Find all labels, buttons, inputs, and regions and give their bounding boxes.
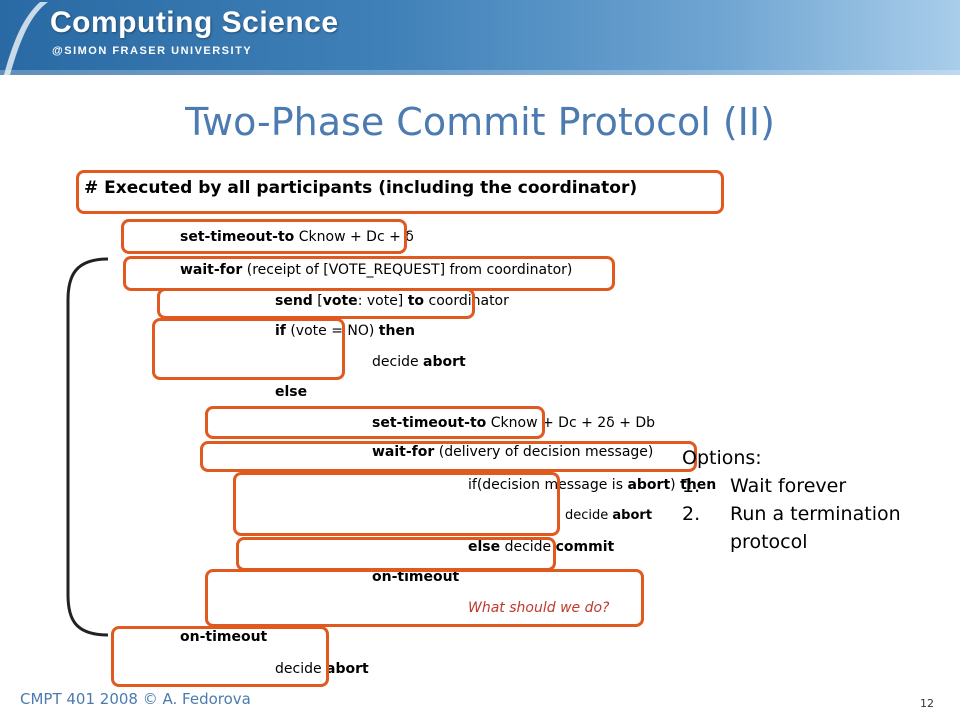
- left-bracket-graphic: [66, 257, 109, 637]
- keyword: abort: [627, 477, 671, 493]
- highlight-box-else-commit: [236, 537, 556, 571]
- code-line-9: if(decision message is abort) then: [468, 477, 716, 493]
- timeout-question: What should we do?: [468, 600, 610, 616]
- keyword: on-timeout: [180, 629, 268, 645]
- code-line-2: wait-for (receipt of [VOTE_REQUEST] from…: [180, 262, 572, 278]
- code-text: ): [670, 477, 681, 493]
- code-line-7: set-timeout-to Cknow + Dc + 2δ + Db: [372, 415, 655, 431]
- code-text: Cknow + Dc + 2δ + Db: [486, 415, 656, 431]
- option-text: Run a termination: [730, 503, 901, 525]
- highlight-box-on-timeout-outer: [111, 626, 329, 687]
- code-text: (delivery of decision message): [434, 444, 654, 460]
- code-line-11: else decide commit: [468, 539, 614, 555]
- keyword: wait-for: [180, 262, 243, 278]
- option-number: [682, 528, 730, 556]
- page-number: 12: [920, 697, 934, 710]
- highlight-box-timeout: [121, 219, 407, 254]
- keyword: wait-for: [372, 444, 435, 460]
- highlight-box-wait-decision: [200, 441, 697, 472]
- code-text: Cknow + Dc + δ: [294, 229, 414, 245]
- option-item: 2. Run a termination: [682, 500, 901, 528]
- code-line-6: else: [275, 384, 307, 400]
- keyword: on-timeout: [372, 569, 460, 585]
- code-line-14: on-timeout: [180, 629, 267, 645]
- keyword: abort: [612, 508, 653, 523]
- brand-subtitle: @SIMON FRASER UNIVERSITY: [52, 45, 253, 57]
- code-line-12: on-timeout: [372, 569, 459, 585]
- options-title: Options:: [682, 447, 762, 469]
- keyword: set-timeout-to: [180, 229, 295, 245]
- option-number: 1.: [682, 475, 701, 497]
- keyword: abort: [326, 661, 369, 677]
- highlight-box-on-timeout-inner: [205, 569, 644, 627]
- header-band: Computing Science @SIMON FRASER UNIVERSI…: [0, 0, 960, 75]
- option-text: Wait forever: [730, 475, 847, 497]
- code-text: decide: [275, 661, 327, 677]
- keyword: vote: [322, 293, 358, 309]
- highlight-box-wait-for: [123, 256, 615, 291]
- code-text: : vote]: [357, 293, 408, 309]
- keyword: set-timeout-to: [372, 415, 487, 431]
- keyword: send: [275, 293, 313, 309]
- code-text: (receipt of [VOTE_REQUEST] from coordina…: [242, 262, 573, 278]
- highlight-box-send-vote: [157, 288, 475, 319]
- option-item: 1. Wait forever: [682, 472, 901, 500]
- keyword: if: [275, 323, 286, 339]
- code-line-10: decide abort: [565, 508, 652, 523]
- highlight-box-if-decision: [233, 472, 560, 536]
- code-text: decide: [500, 539, 556, 555]
- option-item-continued: protocol: [682, 528, 901, 556]
- code-text: (vote = NO): [285, 323, 379, 339]
- keyword: then: [378, 323, 415, 339]
- footer-course: CMPT 401 2008 © A. Fedorova: [20, 690, 251, 708]
- option-number: 2.: [682, 503, 701, 525]
- code-text: [: [312, 293, 323, 309]
- keyword: then: [680, 477, 717, 493]
- code-text: decide: [372, 354, 424, 370]
- code-line-15: decide abort: [275, 661, 369, 677]
- code-line-8: wait-for (delivery of decision message): [372, 444, 653, 460]
- slide-title: Two-Phase Commit Protocol (II): [185, 100, 775, 144]
- keyword: else: [468, 539, 501, 555]
- code-text: if(decision message is: [468, 477, 628, 493]
- code-line-3: send [vote: vote] to coordinator: [275, 293, 509, 309]
- keyword: abort: [423, 354, 466, 370]
- code-line-4: if (vote = NO) then: [275, 323, 415, 339]
- code-line-5: decide abort: [372, 354, 466, 370]
- header-swoosh-graphic: [0, 2, 960, 75]
- code-heading: # Executed by all participants (includin…: [84, 178, 638, 198]
- highlight-box-if-vote: [152, 318, 345, 380]
- keyword: else: [275, 384, 308, 400]
- keyword: to: [407, 293, 425, 309]
- options-list: Options: 1. Wait forever 2. Run a termin…: [682, 444, 901, 556]
- code-text: coordinator: [424, 293, 509, 309]
- highlight-box-set-timeout-2: [205, 406, 545, 439]
- brand-name: Computing Science: [50, 6, 339, 39]
- code-text: decide: [565, 508, 613, 523]
- option-text: protocol: [730, 531, 808, 553]
- highlight-box-heading: [76, 170, 724, 214]
- code-line-1: set-timeout-to Cknow + Dc + δ: [180, 229, 414, 245]
- keyword: commit: [555, 539, 615, 555]
